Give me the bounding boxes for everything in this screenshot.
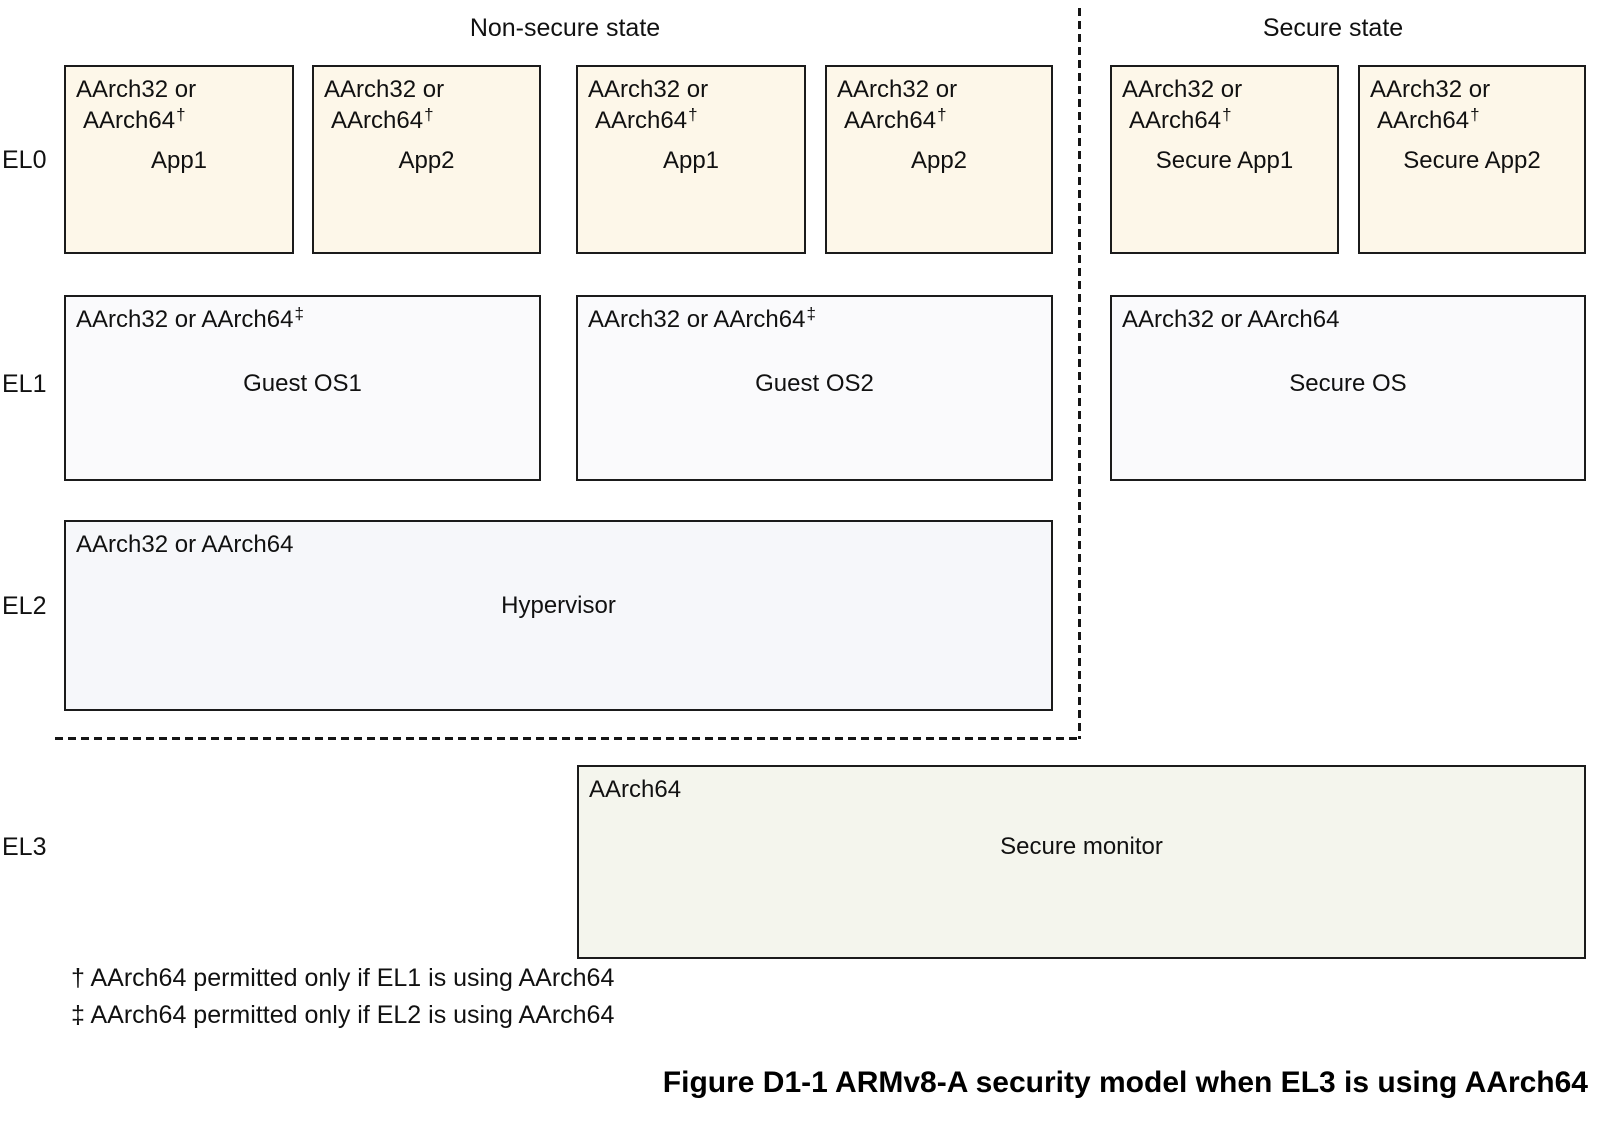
el1-label: EL1 — [2, 370, 47, 398]
el1-guest-os2-box: AArch32 or AArch64‡ Guest OS2 — [576, 295, 1053, 481]
dagger-footnote-marker: † — [176, 105, 186, 124]
box-title: Guest OS1 — [243, 370, 362, 397]
el0-secure-app1-box: AArch32 or AArch64† Secure App1 — [1110, 65, 1339, 254]
secure-state-divider-vertical-dashed-line — [1078, 8, 1081, 739]
el2-hypervisor-box: AArch32 or AArch64 Hypervisor — [64, 520, 1053, 711]
footnotes: † AArch64 permitted only if EL1 is using… — [71, 960, 614, 1034]
el0-nonsecure-app2b-box: AArch32 or AArch64† App2 — [825, 65, 1053, 254]
box-title: Secure App2 — [1403, 147, 1541, 174]
arch-options-label: AArch32 or AArch64‡ — [76, 304, 304, 333]
el0-nonsecure-app1-box: AArch32 or AArch64† App1 — [64, 65, 294, 254]
figure-caption: Figure D1-1 ARMv8-A security model when … — [662, 1066, 1588, 1099]
box-title: App2 — [910, 147, 968, 174]
box-title: Hypervisor — [501, 592, 616, 619]
dagger-footnote-marker: † — [1470, 105, 1480, 124]
el0-nonsecure-app2-box: AArch32 or AArch64† App2 — [312, 65, 541, 254]
footnote-dagger: † AArch64 permitted only if EL1 is using… — [71, 964, 615, 992]
non-secure-state-label: Non-secure state — [469, 14, 661, 42]
arch-options-label: AArch32 or AArch64† — [1122, 76, 1243, 134]
box-title: Secure monitor — [1000, 833, 1163, 860]
el1-guest-os1-box: AArch32 or AArch64‡ Guest OS1 — [64, 295, 541, 481]
el3-label: EL3 — [2, 833, 47, 861]
arch-options-label: AArch64 — [589, 776, 682, 803]
arch-options-label: AArch32 or AArch64† — [588, 76, 709, 134]
el0-secure-app2-box: AArch32 or AArch64† Secure App2 — [1358, 65, 1586, 254]
el0-nonsecure-app1b-box: AArch32 or AArch64† App1 — [576, 65, 806, 254]
el3-divider-horizontal-dashed-line — [55, 737, 1081, 740]
box-title: App1 — [662, 147, 720, 174]
double-dagger-footnote-marker: ‡ — [294, 304, 304, 323]
arch-options-label: AArch32 or AArch64 — [76, 531, 294, 558]
box-title: App2 — [398, 147, 455, 174]
arch-options-label: AArch32 or AArch64† — [76, 76, 197, 134]
box-title: Secure App1 — [1155, 147, 1294, 174]
dagger-footnote-marker: † — [937, 105, 947, 124]
arch-options-label: AArch32 or AArch64 — [1122, 306, 1340, 333]
el2-label: EL2 — [2, 592, 47, 620]
arch-options-label: AArch32 or AArch64† — [1370, 76, 1491, 134]
el3-secure-monitor-box: AArch64 Secure monitor — [577, 765, 1586, 959]
el0-label: EL0 — [2, 146, 47, 174]
footnote-double-dagger: ‡ AArch64 permitted only if EL2 is using… — [71, 1001, 615, 1029]
box-title: Guest OS2 — [755, 370, 874, 397]
dagger-footnote-marker: † — [424, 105, 434, 124]
arch-options-label: AArch32 or AArch64‡ — [588, 304, 816, 333]
dagger-footnote-marker: † — [688, 105, 698, 124]
el1-secure-os-box: AArch32 or AArch64 Secure OS — [1110, 295, 1586, 481]
arch-options-label: AArch32 or AArch64† — [324, 76, 445, 134]
box-title: App1 — [150, 147, 208, 174]
secure-state-label: Secure state — [1262, 14, 1404, 42]
arch-options-label: AArch32 or AArch64† — [837, 76, 958, 134]
dagger-footnote-marker: † — [1222, 105, 1232, 124]
box-title: Secure OS — [1289, 370, 1407, 397]
double-dagger-footnote-marker: ‡ — [806, 304, 816, 323]
